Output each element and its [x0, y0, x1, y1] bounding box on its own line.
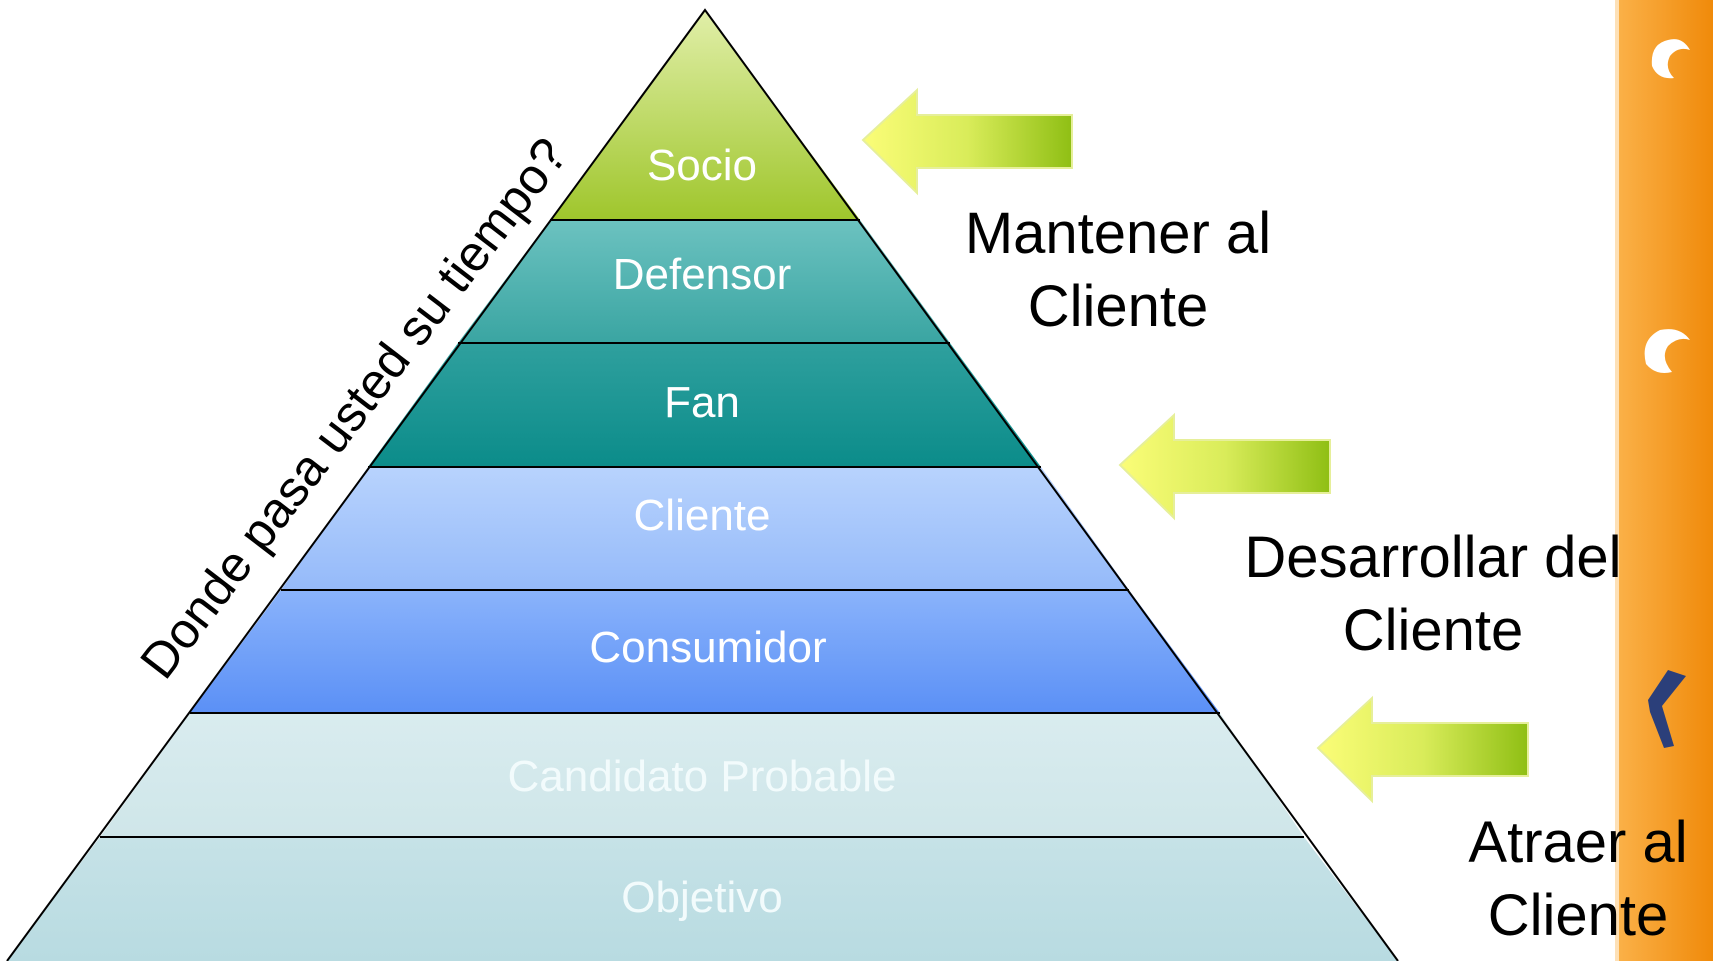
- action-label-atraer-line1: Atraer al: [1468, 810, 1687, 875]
- decorative-figure-icon: [1651, 39, 1690, 79]
- arrow-atraer: [1316, 695, 1529, 804]
- action-label-mantener-line1: Mantener al: [965, 201, 1271, 266]
- level-label-cliente: Cliente: [634, 491, 771, 540]
- level-label-candidato-probable: Candidato Probable: [508, 752, 897, 801]
- level-label-fan: Fan: [664, 378, 740, 427]
- action-label-mantener-line2: Cliente: [1028, 274, 1209, 339]
- decorative-figure-icon: [1644, 329, 1690, 373]
- arrow-mantener: [861, 87, 1073, 196]
- arrow-desarrollar: [1118, 412, 1331, 521]
- level-label-defensor: Defensor: [613, 250, 792, 299]
- level-fan: [368, 343, 1041, 467]
- level-defensor: [458, 220, 950, 343]
- level-consumidor: [190, 590, 1220, 713]
- level-label-socio: Socio: [647, 141, 757, 190]
- level-objetivo: [7, 837, 1398, 961]
- action-label-atraer-line2: Cliente: [1488, 883, 1669, 948]
- level-label-consumidor: Consumidor: [589, 623, 826, 672]
- level-label-objetivo: Objetivo: [621, 873, 782, 922]
- level-candidato-probable: [100, 713, 1304, 837]
- decorative-figure-icon: [1648, 670, 1686, 748]
- level-cliente: [281, 467, 1129, 590]
- side-banner: [1613, 0, 1713, 961]
- action-label-desarrollar-line2: Cliente: [1343, 598, 1524, 663]
- level-socio: [550, 10, 860, 220]
- pyramid: Socio Defensor Fan Cliente Consumidor Ca…: [6, 8, 1399, 961]
- action-label-desarrollar-line1: Desarrollar del: [1244, 525, 1621, 590]
